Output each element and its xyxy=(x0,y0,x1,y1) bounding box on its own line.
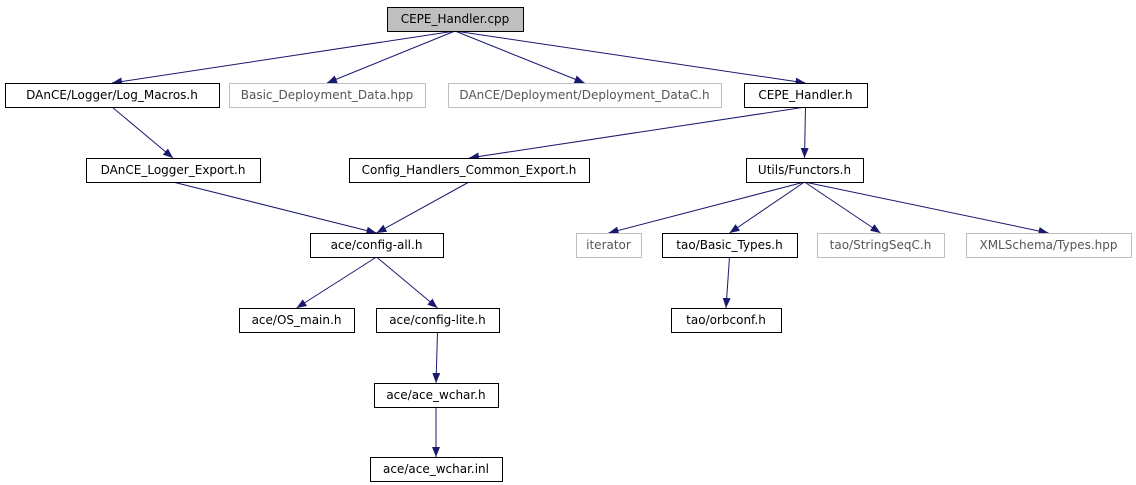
node-iterator: iterator xyxy=(576,233,642,258)
edge-arrow xyxy=(804,181,1049,235)
node-box xyxy=(349,158,590,183)
edge-cepe_handler_h-to-utils_functors xyxy=(800,106,809,159)
node-ace_wchar_h[interactable]: ace/ace_wchar.h xyxy=(374,383,499,408)
edge-cepe_handler_cpp-to-log_macros xyxy=(111,30,456,86)
node-tao_orbconf[interactable]: tao/orbconf.h xyxy=(671,308,782,333)
node-label: tao/orbconf.h xyxy=(686,313,766,327)
node-box xyxy=(744,83,868,108)
edge-arrow xyxy=(454,30,806,86)
node-label: Config_Handlers_Common_Export.h xyxy=(362,163,577,177)
node-label: ace/config-all.h xyxy=(331,238,423,252)
edge-config_handlers_common_export-to-ace_config_all xyxy=(376,181,470,234)
node-label: ace/ace_wchar.h xyxy=(386,388,485,402)
edge-cepe_handler_cpp-to-cepe_handler_h xyxy=(454,30,806,86)
edge-arrow xyxy=(111,106,174,159)
node-label: XMLSchema/Types.hpp xyxy=(979,238,1117,252)
node-ace_config_lite[interactable]: ace/config-lite.h xyxy=(376,308,500,333)
node-ace_config_all[interactable]: ace/config-all.h xyxy=(310,233,444,258)
node-cepe_handler_h[interactable]: CEPE_Handler.h xyxy=(744,83,868,108)
node-box xyxy=(662,233,798,258)
edges-layer xyxy=(111,30,1049,457)
node-basic_deployment_data: Basic_Deployment_Data.hpp xyxy=(229,83,426,108)
edge-tao_basic_types-to-tao_orbconf xyxy=(722,256,731,309)
edge-cepe_handler_cpp-to-basic_deployment_data xyxy=(326,30,456,84)
edge-log_macros-to-dance_logger_export xyxy=(111,106,174,159)
node-box xyxy=(239,308,355,333)
node-config_handlers_common_export[interactable]: Config_Handlers_Common_Export.h xyxy=(349,158,590,183)
node-box xyxy=(448,83,722,108)
node-label: Basic_Deployment_Data.hpp xyxy=(241,88,413,102)
node-box xyxy=(817,233,945,258)
edge-utils_functors-to-tao_basic_types xyxy=(729,181,805,234)
node-box xyxy=(746,158,864,183)
node-label: iterator xyxy=(586,238,631,252)
node-utils_functors[interactable]: Utils/Functors.h xyxy=(746,158,864,183)
node-ace_os_main[interactable]: ace/OS_main.h xyxy=(239,308,355,333)
edge-arrow xyxy=(376,181,470,234)
node-ace_wchar_inl[interactable]: ace/ace_wchar.inl xyxy=(370,457,503,482)
node-box xyxy=(229,83,426,108)
edge-arrow xyxy=(454,30,585,84)
edge-ace_config_all-to-ace_config_lite xyxy=(376,256,438,309)
node-label: ace/config-lite.h xyxy=(389,313,486,327)
node-box xyxy=(376,308,500,333)
node-box xyxy=(310,233,444,258)
edge-arrow xyxy=(804,181,881,234)
node-label: Utils/Functors.h xyxy=(758,163,851,177)
node-tao_basic_types[interactable]: tao/Basic_Types.h xyxy=(662,233,798,258)
node-cepe_handler_cpp[interactable]: CEPE_Handler.cpp xyxy=(387,7,524,32)
node-label: tao/StringSeqC.h xyxy=(830,238,932,252)
edge-cepe_handler_cpp-to-deployment_datac xyxy=(454,30,585,84)
nodes-layer: CEPE_Handler.cppDAnCE/Logger/Log_Macros.… xyxy=(5,7,1132,482)
node-box xyxy=(370,457,503,482)
node-label: tao/Basic_Types.h xyxy=(676,238,782,252)
node-log_macros[interactable]: DAnCE/Logger/Log_Macros.h xyxy=(5,83,220,108)
edge-utils_functors-to-tao_stringseqc xyxy=(804,181,881,234)
node-box xyxy=(387,7,524,32)
edge-arrow xyxy=(326,30,456,84)
edge-utils_functors-to-iterator xyxy=(608,181,805,235)
node-label: CEPE_Handler.cpp xyxy=(401,12,510,26)
node-box xyxy=(86,158,261,183)
edge-arrow xyxy=(800,106,809,159)
edge-arrow xyxy=(468,106,806,161)
node-label: DAnCE/Logger/Log_Macros.h xyxy=(26,88,198,102)
edge-arrow xyxy=(722,256,731,309)
node-label: DAnCE/Deployment/Deployment_DataC.h xyxy=(459,88,709,102)
node-deployment_datac: DAnCE/Deployment/Deployment_DataC.h xyxy=(448,83,722,108)
edge-arrow xyxy=(111,30,456,86)
node-label: ace/OS_main.h xyxy=(252,313,342,327)
node-label: DAnCE_Logger_Export.h xyxy=(101,163,246,177)
edge-arrow xyxy=(432,331,441,384)
edge-arrow xyxy=(296,256,377,309)
edge-utils_functors-to-xmlschema_types xyxy=(804,181,1049,235)
node-box xyxy=(5,83,220,108)
node-box xyxy=(374,383,499,408)
node-box xyxy=(671,308,782,333)
node-label: ace/ace_wchar.inl xyxy=(383,462,489,476)
edge-cepe_handler_h-to-config_handlers_common_export xyxy=(468,106,806,161)
node-box xyxy=(966,233,1132,258)
node-dance_logger_export[interactable]: DAnCE_Logger_Export.h xyxy=(86,158,261,183)
edge-ace_config_all-to-ace_os_main xyxy=(296,256,377,309)
edge-arrow xyxy=(376,256,438,309)
edge-ace_config_lite-to-ace_wchar_h xyxy=(432,331,441,384)
edge-dance_logger_export-to-ace_config_all xyxy=(172,181,377,235)
node-xmlschema_types: XMLSchema/Types.hpp xyxy=(966,233,1132,258)
edge-arrow xyxy=(729,181,805,234)
node-tao_stringseqc: tao/StringSeqC.h xyxy=(817,233,945,258)
edge-arrow xyxy=(172,181,377,235)
node-label: CEPE_Handler.h xyxy=(758,88,852,102)
edge-arrow xyxy=(608,181,805,235)
node-box xyxy=(576,233,642,258)
